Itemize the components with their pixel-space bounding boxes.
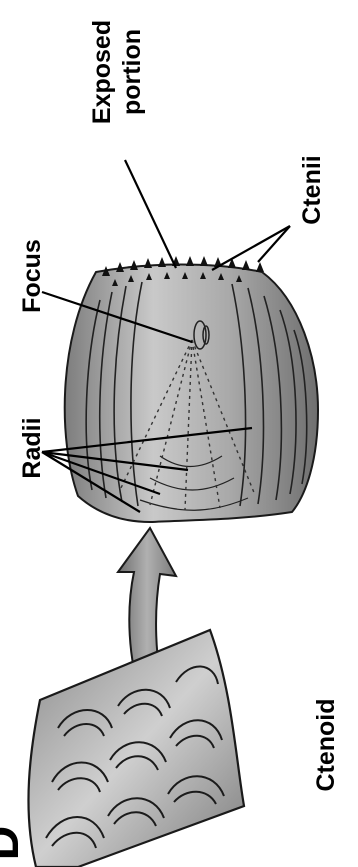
ctenoid-scale — [65, 256, 318, 522]
leader-ctenii-b — [258, 226, 290, 262]
label-exposed-line1: Exposed — [88, 20, 116, 124]
label-focus: Focus — [18, 239, 46, 313]
skin-patch — [28, 630, 244, 867]
leader-exposed-portion — [125, 160, 176, 268]
leader-ctenii-a — [212, 226, 290, 270]
label-exposed-line2: portion — [118, 29, 146, 115]
label-scale-type: Ctenoid — [312, 698, 340, 791]
panel-letter: D — [0, 826, 29, 861]
label-ctenii: Ctenii — [298, 155, 326, 224]
label-radii: Radii — [18, 417, 46, 478]
